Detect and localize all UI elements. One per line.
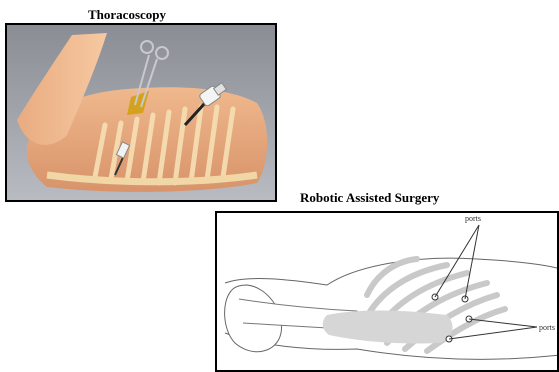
thoracoscopy-illustration bbox=[5, 23, 277, 202]
thoracoscopy-title: Thoracoscopy bbox=[88, 7, 166, 23]
robotic-surgery-title: Robotic Assisted Surgery bbox=[300, 190, 439, 206]
robotic-surgery-drawing: ports ports bbox=[217, 213, 559, 372]
ports-label-right: ports bbox=[539, 323, 555, 332]
ports-label-top: ports bbox=[465, 214, 481, 223]
organ-shading bbox=[323, 311, 453, 344]
robotic-surgery-illustration: ports ports bbox=[215, 211, 559, 372]
thoracoscopy-drawing bbox=[7, 25, 275, 200]
